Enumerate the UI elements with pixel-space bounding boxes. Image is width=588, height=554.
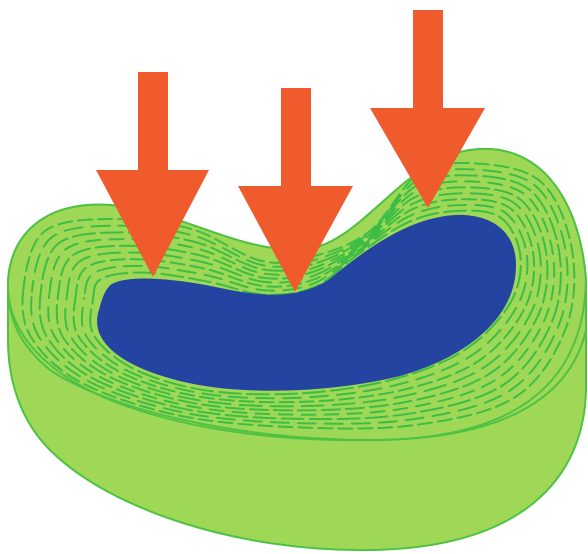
diagram-canvas [0,0,588,554]
intervertebral-disc-illustration [0,0,588,554]
